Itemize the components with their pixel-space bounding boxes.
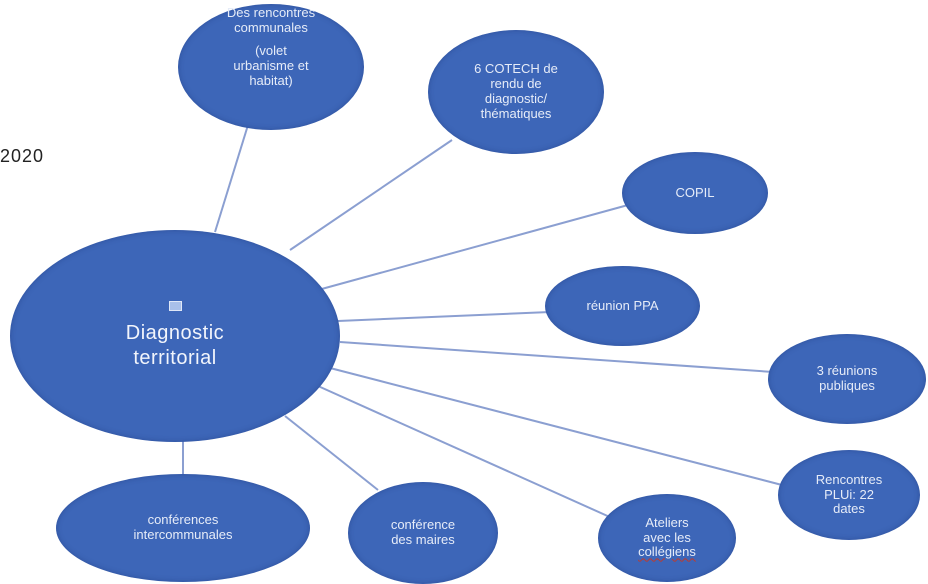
link-reunions-publiques	[339, 341, 774, 373]
node-label-line: Rencontres	[815, 471, 883, 487]
node-label-line: urbanisme et	[233, 57, 309, 73]
node-label-line: PLUi: 22	[824, 486, 874, 502]
node-label-line: des maires	[391, 532, 455, 547]
link-reunion-ppa	[337, 311, 551, 322]
year-label: 2020	[0, 146, 45, 166]
node-label-line: réunion PPA	[586, 297, 659, 313]
node-rencontres-communales: Des rencontres communales (volet urbanis…	[178, 4, 364, 130]
node-reunions-publiques: 3 réunions publiques	[768, 334, 926, 424]
node-label-line: communales	[234, 19, 308, 35]
node-reunion-ppa: réunion PPA	[545, 266, 700, 346]
node-label-line: avec les	[643, 529, 691, 545]
node-cotech: 6 COTECH de rendu de diagnostic/ thémati…	[428, 30, 604, 154]
node-label-line: conférence	[390, 517, 456, 533]
link-rencontres-communales	[214, 124, 249, 233]
node-label-line: thématiques	[480, 105, 552, 121]
link-cotech	[289, 139, 453, 251]
node-ateliers-collegiens: Ateliers avec les collégiens	[598, 494, 736, 582]
link-ateliers	[317, 385, 613, 519]
center-label-line2: territorial	[133, 347, 217, 369]
node-label-line: (volet	[255, 42, 287, 58]
node-label-line: conférences	[147, 512, 219, 528]
link-conference-maires	[284, 415, 379, 491]
image-placeholder-icon	[168, 301, 182, 311]
node-label-line: Des rencontres	[226, 5, 316, 20]
node-label-line: 6 COTECH de	[474, 61, 558, 77]
node-copil: COPIL	[622, 152, 768, 234]
node-label-line: rendu de	[490, 76, 542, 92]
node-conferences-intercommunales: conférences intercommunales	[56, 474, 310, 582]
link-copil	[317, 204, 629, 291]
node-label-line: 3 réunions	[816, 363, 878, 379]
link-rencontres-plui	[329, 367, 783, 486]
node-label-line: diagnostic/	[484, 91, 548, 106]
node-label-line: collégiens	[638, 544, 696, 560]
node-label-line: intercommunales	[133, 527, 233, 542]
node-conference-maires: conférence des maires	[348, 482, 498, 584]
node-label-line: publiques	[819, 378, 875, 393]
center-label-line1: Diagnostic	[125, 322, 225, 344]
node-label-line: habitat)	[249, 72, 293, 88]
node-label-line: dates	[833, 501, 865, 517]
node-rencontres-plui: Rencontres PLUi: 22 dates	[778, 450, 920, 540]
center-node-diagnostic-territorial: Diagnostic territorial	[10, 230, 340, 442]
node-label-line: COPIL	[675, 184, 715, 200]
node-label-line: Ateliers	[645, 514, 689, 530]
